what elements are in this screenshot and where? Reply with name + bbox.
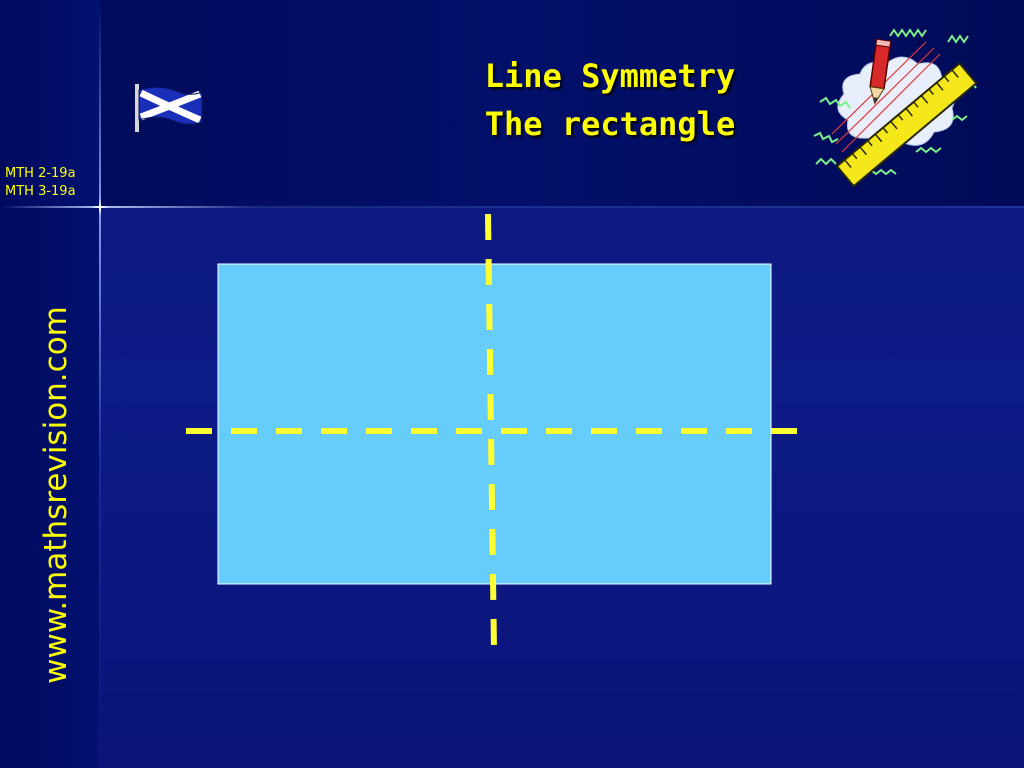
subtitle-line: The rectangle bbox=[484, 105, 736, 143]
pencil-and-ruler-icon bbox=[813, 28, 978, 188]
curriculum-code: MTH 3-19a bbox=[5, 184, 76, 199]
curriculum-code: MTH 2-19a bbox=[5, 166, 76, 181]
slide-title: Line Symmetry The rectangle bbox=[400, 52, 820, 148]
vertical-divider bbox=[99, 0, 101, 768]
symmetry-diagram bbox=[186, 213, 802, 651]
side-band bbox=[0, 0, 99, 768]
curriculum-codes: MTH 2-19a MTH 3-19a bbox=[5, 165, 97, 201]
horizontal-divider bbox=[0, 206, 1024, 208]
vertical-symmetry-line bbox=[485, 213, 497, 651]
website-url[interactable]: www.mathsrevision.com bbox=[38, 306, 74, 684]
saltire-flag-icon bbox=[135, 84, 203, 132]
title-line: Line Symmetry bbox=[484, 57, 736, 95]
divider-sparkle-icon bbox=[91, 198, 109, 216]
